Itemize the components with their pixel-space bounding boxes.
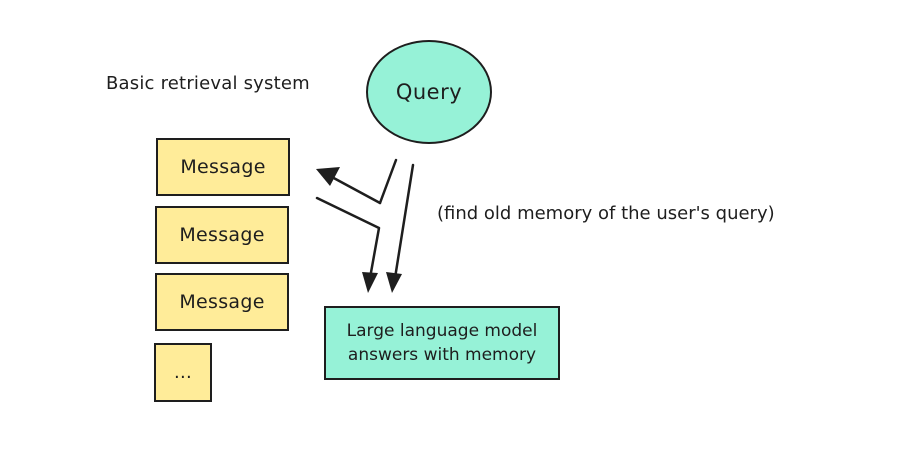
message-node-ellipsis: ...: [154, 343, 212, 402]
message-node-2: Message: [155, 206, 289, 264]
query-label: Query: [395, 80, 463, 104]
message-node-1: Message: [156, 138, 290, 196]
message-label-1: Message: [180, 156, 266, 178]
split-to-messages-arrow: [328, 174, 382, 205]
annotation-text: (find old memory of the user's query): [437, 203, 775, 224]
query-to-llm-arrow: [393, 163, 415, 280]
diagram-title: Basic retrieval system: [106, 73, 310, 94]
llm-arrowhead-left: [362, 272, 378, 293]
message-label-3: Message: [179, 291, 265, 313]
query-to-messages-arrow: [378, 158, 398, 205]
llm-arrowhead-right: [386, 272, 402, 293]
llm-label-line1: Large language model: [346, 321, 538, 341]
llm-node: Large language model answers with memory: [324, 306, 560, 380]
message-label-2: Message: [179, 224, 265, 246]
messages-arrowhead: [316, 167, 340, 186]
llm-label-line2: answers with memory: [347, 345, 537, 365]
query-node: Query: [366, 40, 492, 144]
message-node-3: Message: [155, 273, 289, 331]
message-label-ellipsis: ...: [173, 362, 193, 383]
messages-to-llm-arrow: [315, 196, 381, 280]
